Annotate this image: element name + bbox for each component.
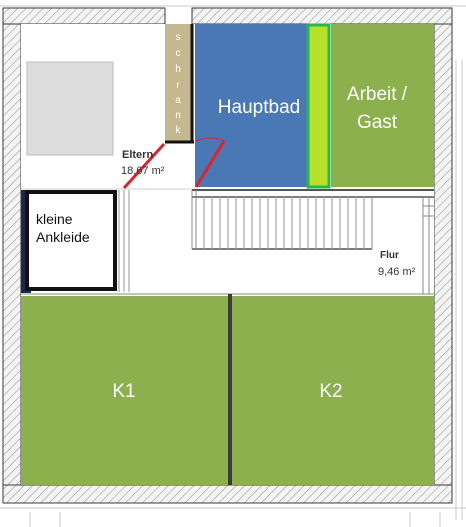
room-kleine-ankleide[interactable]	[25, 190, 117, 291]
arbeit-label-line2: Gast	[357, 112, 398, 133]
schrank-letter: k	[176, 125, 182, 136]
eltern-door[interactable]	[122, 142, 166, 190]
staircase	[191, 189, 434, 250]
stair-treads	[203, 197, 365, 249]
schrank-letter: a	[175, 95, 181, 106]
k2-label: K2	[319, 381, 342, 402]
outer-guides	[0, 5, 466, 527]
wall-top-left	[2, 7, 166, 25]
arbeit-label-line1: Arbeit /	[347, 84, 408, 105]
lime-strip	[306, 23, 331, 189]
wall-right	[433, 7, 453, 504]
schrank-letter: s	[176, 32, 181, 43]
eltern-bed-outline	[26, 61, 114, 156]
k1-k2-wall	[228, 294, 232, 485]
room-k2[interactable]	[232, 296, 434, 485]
schrank-label: s c h r a n k	[175, 32, 181, 136]
schrank-letter: r	[176, 80, 180, 91]
stair-landing	[422, 197, 434, 294]
schrank-letter: c	[176, 48, 181, 59]
wall-bottom	[2, 484, 453, 504]
eltern-label: Eltern	[122, 149, 153, 161]
ankleide-label-line2: Ankleide	[36, 229, 90, 245]
wall-left	[2, 7, 22, 504]
eltern-area: 18,67 m²	[121, 165, 165, 177]
flur-label: Flur	[380, 250, 399, 261]
hauptbad-label: Hauptbad	[218, 97, 300, 118]
ankleide-wall-detail	[118, 190, 130, 292]
k1-label: K1	[112, 381, 135, 402]
hauptbad-door[interactable]	[194, 140, 226, 188]
schrank-letter: n	[175, 110, 181, 121]
outer-walls	[2, 7, 453, 504]
ankleide-label-line1: kleine	[36, 211, 73, 227]
room-k1[interactable]	[21, 296, 228, 485]
schrank	[165, 24, 192, 141]
schrank-letter: h	[175, 64, 181, 75]
hauptbad-door-swing	[195, 137, 225, 142]
flur-area: 9,46 m²	[378, 266, 416, 278]
room-arbeit-gast[interactable]	[331, 24, 434, 187]
wall-top-right	[191, 7, 453, 25]
